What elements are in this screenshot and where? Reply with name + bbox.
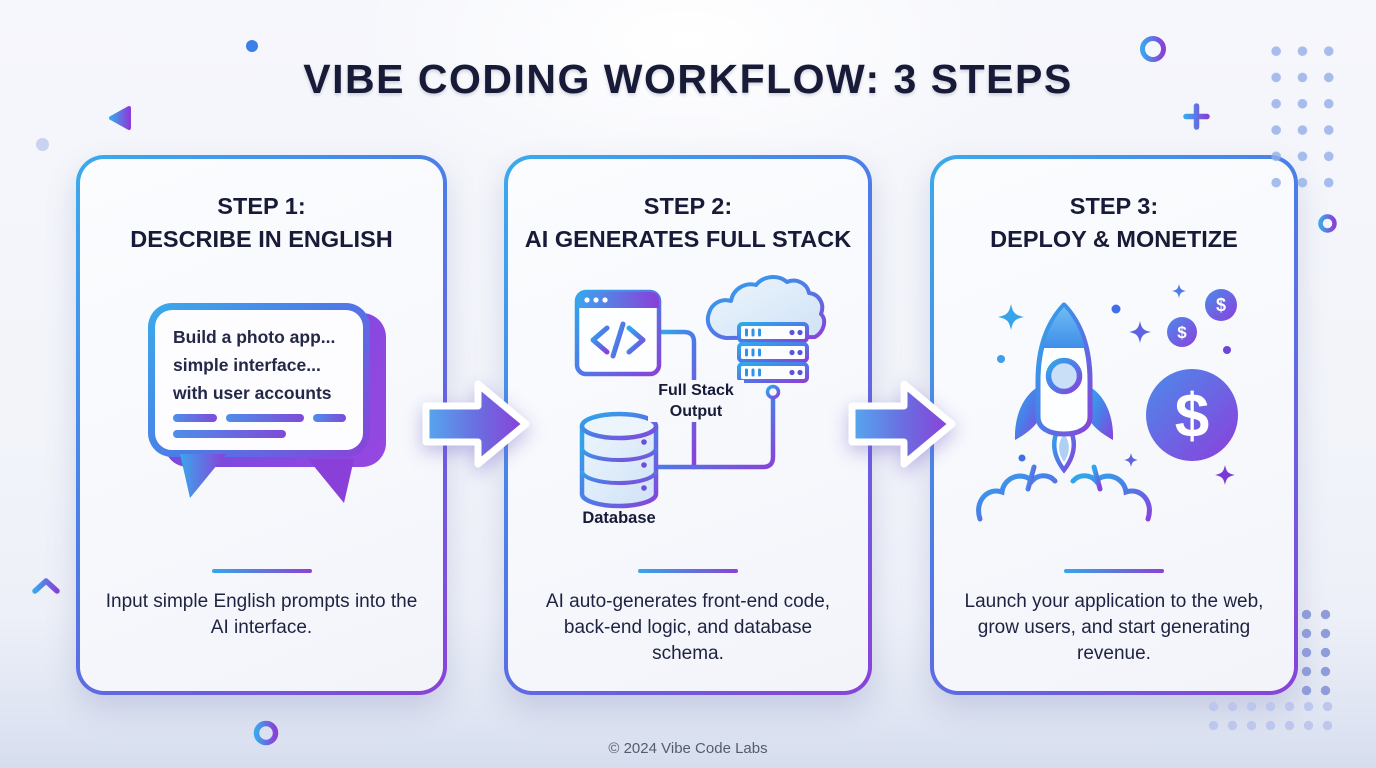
database-label: Database (582, 509, 656, 527)
decor-dot-grid-bottom-right-horizontal (1204, 697, 1338, 735)
svg-text:$: $ (1216, 295, 1226, 315)
step-1-heading-line1: STEP 1: (217, 193, 306, 219)
decor-ring-small-icon (1318, 214, 1337, 233)
step-3-heading: STEP 3: DEPLOY & MONETIZE (934, 159, 1294, 256)
connector-node (765, 384, 781, 400)
decor-dot-light (36, 138, 49, 151)
decor-dot-blue (246, 40, 258, 52)
placeholder-text-bars (173, 414, 346, 446)
divider (1064, 569, 1164, 573)
rocket-icon (1014, 302, 1114, 474)
step-card-1: STEP 1: DESCRIBE IN ENGLISH Build a phot… (76, 155, 447, 695)
decor-ring-top-icon (1140, 36, 1166, 62)
dollar-coin-icons: $ $ $ (1146, 289, 1238, 461)
speech-bubble-front-tail (180, 454, 226, 498)
deploy-illustration: $ $ $ (976, 284, 1238, 522)
speech-bubble-back-tail (308, 459, 354, 503)
step-card-3-body: STEP 3: DEPLOY & MONETIZE (934, 159, 1294, 691)
step-2-heading: STEP 2: AI GENERATES FULL STACK (508, 159, 868, 256)
footer-copyright: © 2024 Vibe Code Labs (608, 740, 768, 757)
prompt-text: Build a photo app... simple interface...… (173, 327, 336, 403)
flow-arrow-1-icon (422, 380, 530, 468)
step-3-heading-line1: STEP 3: (1069, 193, 1159, 219)
decor-dot-grid-top-right (1263, 38, 1342, 196)
cloud-server-icon (706, 275, 827, 400)
step-card-1-body: STEP 1: DESCRIBE IN ENGLISH Build a phot… (80, 159, 443, 691)
decor-plus-icon (1183, 103, 1210, 130)
step-3-description: Launch your application to the web, grow… (964, 591, 1264, 664)
divider (638, 569, 738, 573)
step-card-2: STEP 2: AI GENERATES FULL STACK (504, 155, 872, 695)
decor-chevron-up-icon (32, 578, 60, 594)
speech-bubble-icon: Build a photo app... simple interface...… (148, 303, 398, 515)
step-2-description: AI auto-generates front-end code, back-e… (545, 591, 831, 664)
step-card-2-body: STEP 2: AI GENERATES FULL STACK (508, 159, 868, 691)
decor-triangle-icon (109, 106, 131, 130)
step-1-heading-line2: DESCRIBE IN ENGLISH (130, 226, 393, 252)
exhaust-lines (1025, 464, 1103, 512)
step-card-3: STEP 3: DEPLOY & MONETIZE (930, 155, 1298, 695)
smoke-cloud-icon (976, 473, 1152, 522)
sparkle-icons (997, 284, 1235, 485)
divider (211, 569, 312, 573)
flow-arrow-2-icon (848, 380, 956, 468)
decor-ring-bottom-icon (253, 720, 279, 746)
speech-bubble-front: Build a photo app... simple interface...… (148, 303, 370, 457)
full-stack-output-label: Full Stack Output (648, 380, 744, 422)
page-title: VIBE CODING WORKFLOW: 3 STEPS (303, 56, 1073, 102)
svg-text:$: $ (1175, 382, 1209, 451)
step-3-heading-line2: DEPLOY & MONETIZE (990, 226, 1238, 252)
database-icon (579, 411, 659, 509)
step-2-heading-line1: STEP 2: (643, 193, 733, 219)
code-window-icon (574, 289, 662, 377)
step-1-description: Input simple English prompts into the AI… (105, 591, 418, 638)
step-2-heading-line2: AI GENERATES FULL STACK (524, 226, 852, 252)
fullstack-diagram (574, 275, 827, 509)
decor-dot-grid-bottom-right-vertical (1297, 605, 1335, 700)
svg-text:$: $ (1177, 323, 1187, 342)
step-1-heading: STEP 1: DESCRIBE IN ENGLISH (80, 159, 443, 256)
